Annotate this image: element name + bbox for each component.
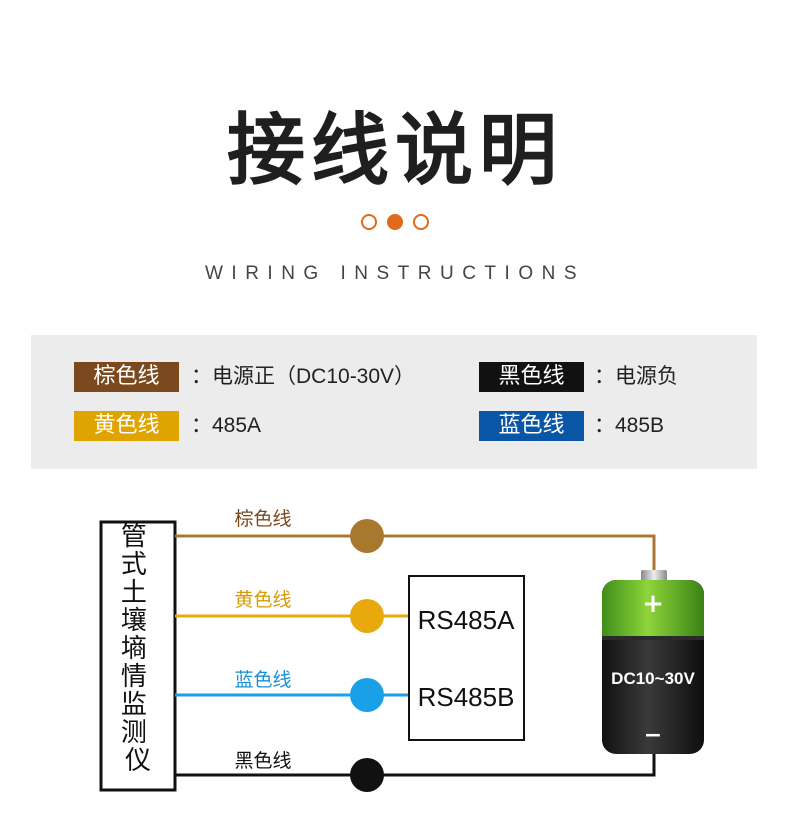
legend-desc-yellow: ：485A <box>191 414 262 437</box>
legend-tag-blue: 蓝色线 <box>479 411 584 441</box>
legend-desc-black: ：电源负 <box>594 365 678 388</box>
battery-voltage: DC10~30V <box>611 669 695 688</box>
legend-desc-blue: ：485B <box>594 414 665 437</box>
blue-terminal <box>350 678 384 712</box>
brown-wire <box>175 534 656 574</box>
dot-icon <box>413 214 429 230</box>
legend-tag-yellow: 黄色线 <box>74 411 179 441</box>
brown-terminal <box>350 519 384 553</box>
black-terminal <box>350 758 384 792</box>
rs485b-label: RS485B <box>418 682 515 712</box>
rs485a-label: RS485A <box>418 605 515 635</box>
blue-wire-label: 蓝色线 <box>234 669 291 691</box>
battery-minus: − <box>644 723 662 748</box>
yellow-terminal <box>350 599 384 633</box>
legend-desc-brown: ：电源正（DC10-30V） <box>191 365 416 388</box>
decorative-dots <box>361 214 431 230</box>
page-subtitle: WIRING INSTRUCTIONS <box>205 263 585 284</box>
device-box <box>99 520 177 792</box>
yellow-wire-label: 黄色线 <box>234 589 291 611</box>
page-title: 接线说明 <box>226 106 563 196</box>
legend-tag-brown: 棕色线 <box>74 362 179 392</box>
dot-icon <box>361 214 377 230</box>
black-wire-label: 黑色线 <box>234 750 291 772</box>
rs485-box <box>408 575 525 741</box>
device-label: 管 式 土 壤 墒 情 监 测 仪 <box>121 522 155 776</box>
wire-legend: 棕色线 ：电源正（DC10-30V） 黑色线 ：电源负 黄色线 ：485A 蓝色… <box>31 335 757 469</box>
black-wire <box>175 753 656 777</box>
legend-tag-black: 黑色线 <box>479 362 584 392</box>
battery-plus: + <box>642 589 664 619</box>
dot-icon <box>387 214 403 230</box>
battery-icon: + DC10~30V − <box>602 570 704 754</box>
brown-wire-label: 棕色线 <box>234 508 291 530</box>
